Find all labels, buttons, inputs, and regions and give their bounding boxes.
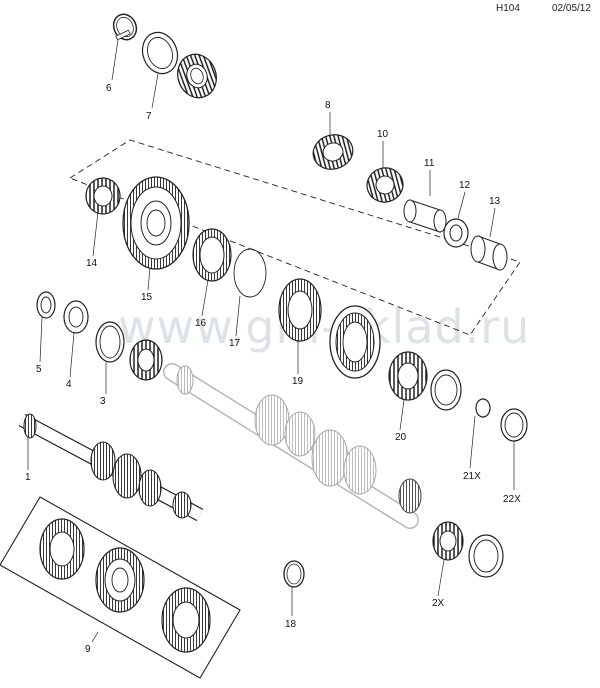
callout-12: 12 (459, 180, 471, 191)
part-20-bearing-race (430, 369, 462, 411)
callout-6: 6 (106, 83, 112, 94)
callout-3: 3 (100, 396, 106, 407)
part-5-bearing-cup (36, 291, 56, 319)
callout-5: 5 (36, 364, 42, 375)
part-3-tapered-bearing (129, 339, 163, 381)
diagram-date: 02/05/12 (552, 3, 591, 14)
callout-14: 14 (86, 258, 98, 269)
part-8-needle-bearing (312, 134, 354, 170)
part-20-roller-bearing (388, 351, 428, 401)
part-15-gear (122, 176, 190, 270)
callout-21x: 21X (463, 471, 481, 482)
part-14-needle-bearing (85, 177, 121, 215)
callout-8: 8 (325, 100, 331, 111)
part-18-snap-ring (283, 560, 305, 588)
part-17-spring-ring (233, 248, 267, 298)
part-21x-snap-ring (475, 398, 491, 418)
callout-1: 1 (25, 472, 31, 483)
part-22x-shim (500, 408, 528, 442)
part-6-snap-ring (112, 13, 138, 41)
part-10-needle-bearing (366, 167, 404, 203)
part-7-roller-bearing (177, 53, 217, 99)
part-19-synchronizer-hub (278, 278, 322, 342)
callout-22x: 22X (503, 494, 521, 505)
leader-lines (27, 39, 515, 643)
callout-15: 15 (141, 292, 153, 303)
gear-set-box (0, 496, 241, 679)
callout-9: 9 (85, 644, 91, 655)
part-13-bushing (470, 235, 508, 271)
callout-13: 13 (489, 196, 501, 207)
callout-17: 17 (229, 338, 241, 349)
callout-4: 4 (66, 379, 72, 390)
diagram-code: H104 (496, 3, 520, 14)
callout-7: 7 (146, 111, 152, 122)
callout-2x: 2X (432, 598, 445, 609)
assembly-boundary (69, 139, 521, 336)
part-2x-tapered-bearing (432, 521, 464, 561)
part-4-shim (63, 300, 89, 334)
watermark: www.gm-sklad.ru (118, 300, 531, 354)
part-16-synchronizer-ring (192, 228, 232, 282)
callout-19: 19 (292, 376, 304, 387)
part-7-bearing-race (141, 31, 179, 75)
part-12-thrust-washer (443, 218, 469, 248)
mainshaft-assembly (163, 363, 422, 529)
callout-16: 16 (195, 318, 207, 329)
part-11-sleeve (403, 199, 447, 233)
part-9-gear-set (39, 518, 211, 653)
callout-18: 18 (285, 619, 297, 630)
callout-20: 20 (395, 432, 407, 443)
callout-11: 11 (424, 158, 435, 169)
part-3-bearing-race (95, 321, 125, 363)
part-2x-bearing-cup (468, 534, 504, 578)
callout-10: 10 (377, 129, 389, 140)
part-19-synchronizer-sleeve (329, 305, 381, 379)
part-1-countershaft (18, 413, 204, 522)
